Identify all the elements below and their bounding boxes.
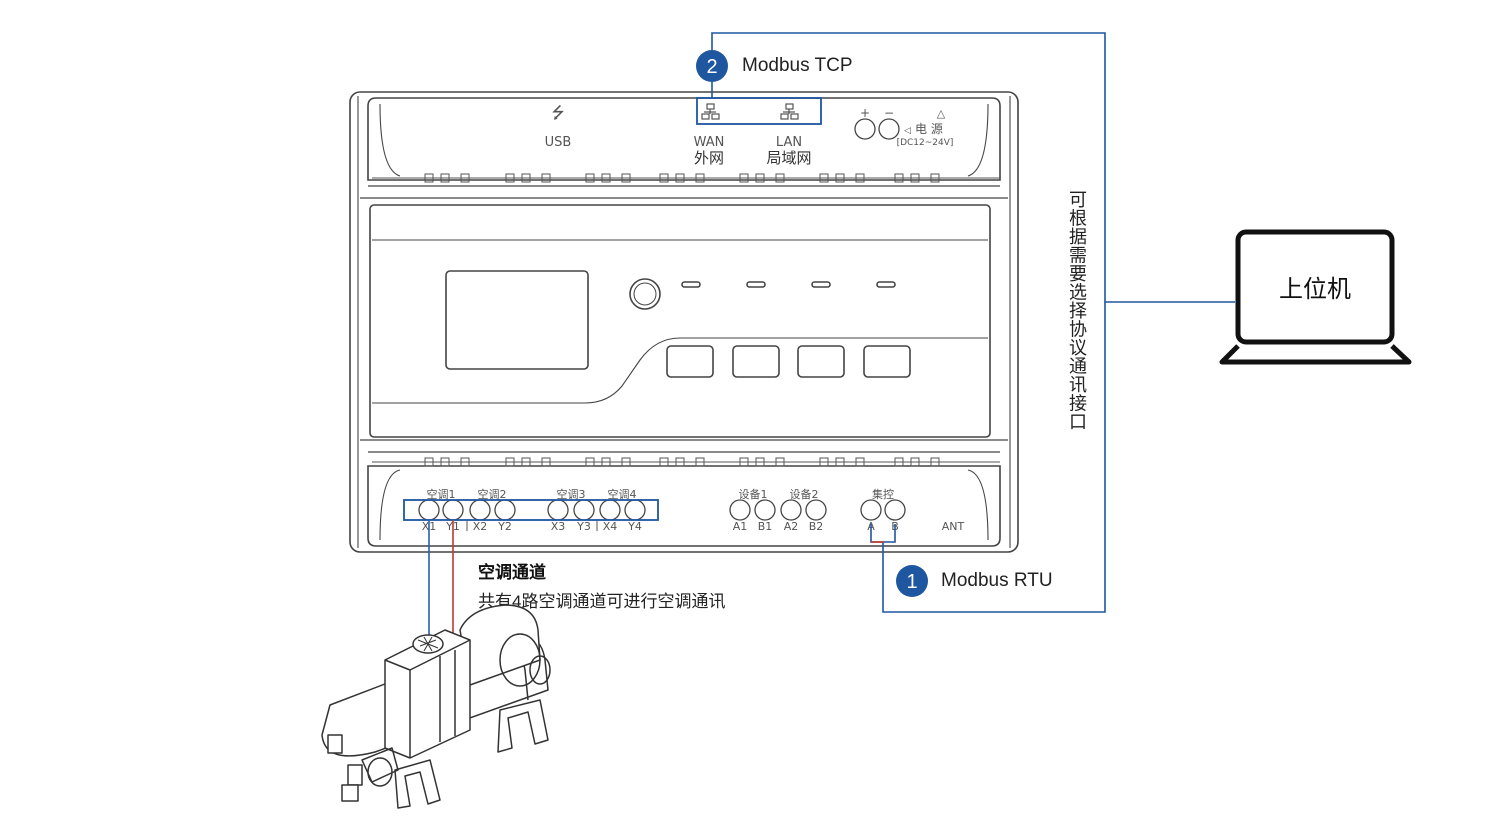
chiller-foot <box>394 759 441 809</box>
tcp-badge: 2 Modbus TCP <box>696 50 853 82</box>
terminal-a2[interactable] <box>780 499 802 521</box>
antenna-label: ANT <box>942 520 965 533</box>
host-label: 上位机 <box>1279 276 1351 303</box>
tcp-label: Modbus TCP <box>742 55 853 76</box>
chiller-unit-illustration <box>321 604 551 809</box>
terminal-label: B2 <box>809 520 824 533</box>
controller-device <box>349 91 1019 553</box>
terminal-label: A2 <box>784 520 799 533</box>
led-indicator <box>746 281 766 288</box>
chiller-motor <box>459 604 541 686</box>
rtu-link-line <box>870 302 1106 613</box>
top-terminals: ⭍ USB WAN 外网 LAN 局域网 + − △ ◁ 电 源 [DC12~2… <box>545 103 954 167</box>
knob <box>629 278 661 310</box>
terminal-label: Y3 <box>576 520 591 533</box>
terminal-a1[interactable] <box>729 499 751 521</box>
terminal-x1[interactable] <box>418 499 440 521</box>
wan-label: WAN <box>694 135 725 150</box>
terminal-label: X3 <box>551 520 566 533</box>
terminal-x2[interactable] <box>469 499 491 521</box>
terminal-group-label: 设备1 <box>739 487 768 501</box>
tcp-number: 2 <box>706 56 717 78</box>
usb-icon: ⭍ <box>551 103 564 122</box>
host-computer: 上位机 <box>1219 229 1412 365</box>
panel-button[interactable] <box>666 345 714 378</box>
lcd-screen <box>445 270 589 370</box>
terminal-group-label: 设备2 <box>790 487 819 501</box>
terminal-label: B1 <box>758 520 773 533</box>
led-indicator <box>681 281 701 288</box>
terminal-group-label: 空调4 <box>608 487 637 501</box>
chiller-foot <box>497 699 549 753</box>
terminal-b[interactable] <box>884 499 906 521</box>
terminal-group-label: 空调2 <box>478 487 507 501</box>
device-outer-frame <box>349 91 1019 553</box>
panel-button[interactable] <box>732 345 780 378</box>
chiller-pipe <box>341 784 359 802</box>
lan-cn-label: 局域网 <box>766 149 811 167</box>
terminal-a[interactable] <box>860 499 882 521</box>
rtu-wire-b <box>884 524 896 543</box>
laptop-base <box>1219 344 1412 365</box>
front-panel <box>369 204 991 438</box>
chiller-control-box <box>384 629 471 759</box>
top-cover <box>367 97 1001 181</box>
power-label: 电 源 <box>915 122 943 136</box>
wan-port-icon <box>701 103 720 120</box>
terminal-b2[interactable] <box>805 499 827 521</box>
led-indicator <box>811 281 831 288</box>
terminal-y2[interactable] <box>494 499 516 521</box>
terminal-label: X4 <box>603 520 618 533</box>
vent-slots <box>372 173 1000 467</box>
ac-channel-description: 共有4路空调通道可进行空调通讯 <box>478 592 725 611</box>
power-spec: [DC12~24V] <box>897 138 954 148</box>
tcp-number-badge <box>696 50 728 82</box>
terminal-label: X2 <box>473 520 488 533</box>
lan-label: LAN <box>776 135 802 150</box>
terminal-y1[interactable] <box>442 499 464 521</box>
laptop-screen <box>1235 229 1395 345</box>
ac-channel-highlight-box <box>403 499 659 521</box>
lan-port-icon <box>780 103 799 120</box>
terminal-label: Y2 <box>497 520 512 533</box>
chiller-pipe <box>327 734 343 754</box>
terminal-group-label: 空调3 <box>557 487 586 501</box>
rtu-number: 1 <box>906 571 917 593</box>
power-plus: + <box>860 106 870 120</box>
terminal-x4[interactable] <box>599 499 621 521</box>
ethernet-highlight-box <box>696 97 822 125</box>
rtu-number-badge <box>896 565 928 597</box>
bottom-cover <box>367 465 1001 547</box>
panel-button[interactable] <box>863 345 911 378</box>
terminal-y3[interactable] <box>573 499 595 521</box>
chiller-pipe <box>347 764 363 786</box>
power-terminal-minus[interactable] <box>878 118 900 140</box>
panel-button[interactable] <box>797 345 845 378</box>
wan-cn-label: 外网 <box>694 149 724 167</box>
interface-note: 可根据需要选择协议通讯接口 <box>1069 190 1087 432</box>
terminal-label: Y4 <box>627 520 642 533</box>
rtu-badge: 1 Modbus RTU <box>896 565 1053 597</box>
terminal-group-label: 集控 <box>872 487 894 501</box>
power-terminal-plus[interactable] <box>854 118 876 140</box>
terminal-y4[interactable] <box>624 499 646 521</box>
power-minus: − <box>884 106 894 120</box>
terminal-group-label: 空调1 <box>427 487 456 501</box>
terminal-b1[interactable] <box>754 499 776 521</box>
ac-channel-title: 空调通道 <box>478 562 546 582</box>
panel-contour <box>372 337 988 404</box>
terminal-x3[interactable] <box>547 499 569 521</box>
rtu-label: Modbus RTU <box>941 570 1053 591</box>
connection-lines <box>428 32 1235 650</box>
usb-label: USB <box>545 135 572 150</box>
warning-icon: △ <box>937 107 946 120</box>
terminal-label: A1 <box>733 520 748 533</box>
led-indicator <box>876 281 896 288</box>
arrow-left-icon: ◁ <box>904 126 911 136</box>
